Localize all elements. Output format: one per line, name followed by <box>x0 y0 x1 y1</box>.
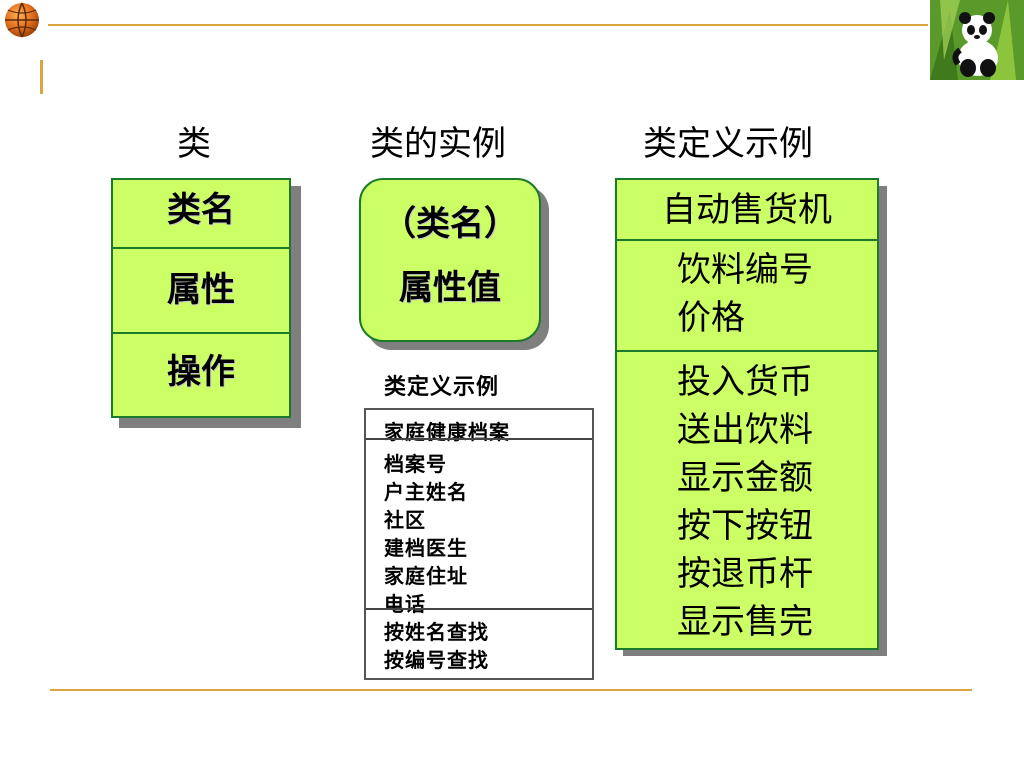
definition-class-name: 自动售货机 <box>662 190 832 230</box>
basketball-icon <box>5 2 39 38</box>
definition-divider-2 <box>617 350 877 352</box>
scanned-example-title: 类定义示例 <box>384 375 500 400</box>
scanned-attribute: 社区 <box>384 508 426 532</box>
scanned-operations: 按姓名查找 按编号查找 <box>384 618 489 674</box>
instance-box: （类名） 属性值 <box>359 178 541 342</box>
class-divider-2 <box>113 332 289 334</box>
scanned-operation: 按编号查找 <box>384 648 489 672</box>
scanned-operation: 按姓名查找 <box>384 620 489 644</box>
title-accent-bar <box>40 60 43 94</box>
heading-definition-example: 类定义示例 <box>643 124 813 164</box>
class-box: 类名 属性 操作 <box>111 178 291 418</box>
scanned-attribute: 电话 <box>384 592 426 616</box>
definition-operations: 投入货币 送出饮料 显示金额 按下按钮 按退币杆 显示售完 <box>677 358 813 646</box>
scanned-attribute: 建档医生 <box>384 536 468 560</box>
definition-operation: 送出饮料 <box>677 410 813 450</box>
definition-operation: 显示金额 <box>677 458 813 498</box>
heading-instance: 类的实例 <box>370 124 506 164</box>
scanned-attribute: 家庭住址 <box>384 564 468 588</box>
header-divider <box>48 24 928 26</box>
class-operations-cell: 操作 <box>167 352 235 392</box>
scanned-attributes: 档案号 户主姓名 社区 建档医生 家庭住址 电话 <box>384 450 468 618</box>
heading-class: 类 <box>177 124 211 164</box>
scanned-attribute: 档案号 <box>384 452 447 476</box>
instance-attribute-values: 属性值 <box>399 268 501 308</box>
definition-box: 自动售货机 饮料编号 价格 投入货币 送出饮料 显示金额 按下按钮 按退币杆 显… <box>615 178 879 650</box>
scanned-example-table: 家庭健康档案 档案号 户主姓名 社区 建档医生 家庭住址 电话 按姓名查找 按编… <box>364 408 594 680</box>
panda-icon <box>930 0 1024 80</box>
instance-name: （类名） <box>382 204 518 244</box>
definition-operation: 显示售完 <box>677 602 813 642</box>
definition-attribute: 饮料编号 <box>677 250 813 290</box>
scanned-class-name: 家庭健康档案 <box>384 420 510 444</box>
class-attributes-cell: 属性 <box>167 270 235 310</box>
class-name-cell: 类名 <box>167 190 235 230</box>
scanned-divider-2 <box>366 608 592 610</box>
definition-attributes: 饮料编号 价格 <box>677 246 813 342</box>
scanned-attribute: 户主姓名 <box>384 480 468 504</box>
definition-operation: 投入货币 <box>677 362 813 402</box>
definition-operation: 按下按钮 <box>677 506 813 546</box>
scanned-divider-1 <box>366 438 592 440</box>
footer-divider <box>50 689 972 691</box>
class-divider-1 <box>113 247 289 249</box>
definition-operation: 按退币杆 <box>677 554 813 594</box>
definition-attribute: 价格 <box>677 298 745 338</box>
definition-divider-1 <box>617 239 877 241</box>
